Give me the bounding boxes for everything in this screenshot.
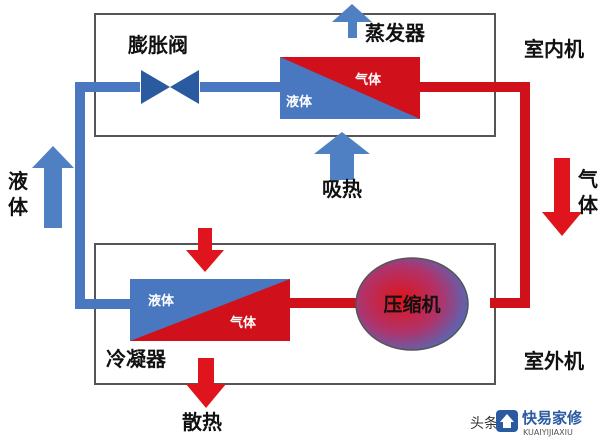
heat-in-down-arrow — [186, 228, 224, 272]
condenser-liquid-label: 液体 — [148, 293, 175, 309]
pipe-valve-to-condenser — [75, 82, 140, 309]
absorb-heat-label: 吸热 — [322, 177, 362, 201]
outdoor-unit-label: 室外机 — [524, 349, 584, 373]
compressor-label: 压缩机 — [383, 293, 440, 316]
indoor-unit-frame — [94, 13, 496, 137]
watermark-prefix: 头条 — [470, 415, 498, 432]
pipe-evap-to-compressor — [420, 82, 530, 308]
expansion-valve-right — [170, 70, 199, 104]
absorb-heat-up-arrow — [314, 132, 370, 180]
gas-vertical-label-2: 体 — [578, 193, 599, 217]
liquid-up-arrow — [32, 146, 74, 228]
expansion-valve-left — [141, 70, 170, 104]
evaporator-liquid-label: 液体 — [286, 94, 313, 110]
condenser-block: 液体 气体 — [130, 279, 290, 341]
liquid-vertical-label-2: 体 — [8, 195, 29, 219]
dissipate-heat-label: 散热 — [182, 410, 222, 434]
watermark-brand: 快易家修 — [522, 409, 583, 427]
evaporator-block: 气体 液体 — [280, 57, 420, 119]
outdoor-unit-frame — [94, 243, 496, 385]
heat-up-arrow-top — [332, 4, 372, 38]
condenser-label: 冷凝器 — [106, 347, 167, 371]
liquid-vertical-label-1: 液 — [8, 169, 29, 193]
indoor-unit-label: 室内机 — [524, 37, 584, 61]
watermark-sub: KUAIYIJIAXIU — [523, 428, 573, 437]
expansion-valve-label: 膨胀阀 — [127, 33, 188, 57]
evaporator-label: 蒸发器 — [365, 21, 426, 45]
watermark: 头条 快易家修 KUAIYIJIAXIU — [470, 409, 583, 437]
dissipate-heat-down-arrow — [186, 358, 226, 408]
evaporator-gas-label: 气体 — [355, 72, 382, 88]
compressor-shape — [355, 257, 469, 351]
gas-down-arrow — [542, 158, 582, 236]
gas-vertical-label-1: 气 — [577, 167, 598, 191]
condenser-gas-label: 气体 — [230, 315, 257, 331]
